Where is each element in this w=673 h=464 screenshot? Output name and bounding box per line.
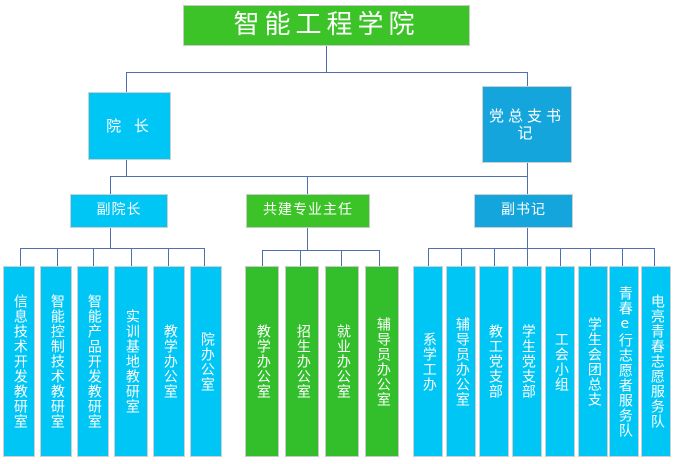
- leaf-dean-unit-3[interactable]: 实训基地教研室: [114, 266, 148, 457]
- connector-dean-unit-drop-0: [20, 248, 21, 266]
- node-dean[interactable]: 院 长: [88, 92, 171, 160]
- leaf-party-unit-5[interactable]: 学生会团总支: [578, 266, 608, 457]
- connector-joint-unit-drop-2: [341, 250, 342, 266]
- connector-to-vice-dean: [110, 176, 111, 194]
- leaf-dean-unit-0[interactable]: 信息技术开发教研室: [3, 266, 35, 457]
- leaf-party-unit-2-label: 教工党支部: [486, 324, 503, 399]
- connector-joint-unit-drop-0: [262, 250, 263, 266]
- node-root[interactable]: 智能工程学院: [183, 5, 470, 46]
- leaf-party-unit-7-label: 电亮青春志愿服务队: [648, 294, 665, 429]
- leaf-dean-unit-5-label: 院办公室: [198, 331, 215, 392]
- connector-dean-units-bar: [20, 248, 204, 249]
- leaf-dean-unit-0-label: 信息技术开发教研室: [11, 294, 28, 429]
- leaf-party-unit-2[interactable]: 教工党支部: [479, 266, 509, 457]
- leaf-dean-unit-4[interactable]: 教学办公室: [153, 266, 185, 457]
- connector-party-unit-drop-0: [428, 248, 429, 266]
- connector-party-unit-drop-4: [560, 248, 561, 266]
- connector-party-unit-drop-6: [622, 248, 623, 266]
- leaf-joint-unit-1-label: 招生办公室: [294, 324, 311, 399]
- leaf-joint-unit-0[interactable]: 教学办公室: [245, 266, 279, 457]
- connector-level3-bar: [110, 176, 528, 177]
- connector-joint-major-units-bar: [262, 250, 379, 251]
- leaf-party-unit-4[interactable]: 工会小组: [545, 266, 575, 457]
- connector-dean-unit-drop-2: [93, 248, 94, 266]
- connector-party-unit-drop-5: [590, 248, 591, 266]
- connector-root-stem: [326, 46, 327, 72]
- connector-joint-major-stem: [307, 228, 308, 250]
- connector-party-unit-drop-3: [527, 248, 528, 266]
- connector-root-bar: [126, 72, 527, 73]
- leaf-joint-unit-0-label: 教学办公室: [254, 324, 271, 399]
- connector-deputy-secretary-stem: [527, 228, 528, 248]
- leaf-party-unit-0-label: 系学工办: [420, 331, 437, 392]
- leaf-party-unit-3-label: 学生党支部: [519, 324, 536, 399]
- leaf-party-unit-3[interactable]: 学生党支部: [512, 266, 542, 457]
- leaf-joint-unit-2-label: 就业办公室: [334, 324, 351, 399]
- connector-party-unit-drop-7: [654, 248, 655, 266]
- connector-to-dean: [126, 72, 127, 92]
- connector-dean-unit-drop-3: [131, 248, 132, 266]
- connector-dean-unit-drop-5: [204, 248, 205, 266]
- leaf-dean-unit-2[interactable]: 智能产品开发教研室: [77, 266, 109, 457]
- connector-to-party-secretary: [527, 72, 528, 86]
- leaf-party-unit-6-label: 青春e行志愿者服务队: [616, 285, 633, 438]
- leaf-dean-unit-4-label: 教学办公室: [161, 324, 178, 399]
- node-party-secretary-label: 党总支书 记: [488, 106, 565, 142]
- leaf-joint-unit-1[interactable]: 招生办公室: [285, 266, 319, 457]
- leaf-party-unit-5-label: 学生会团总支: [585, 316, 602, 407]
- leaf-party-unit-0[interactable]: 系学工办: [413, 266, 443, 457]
- connector-joint-unit-drop-3: [379, 250, 380, 266]
- leaf-party-unit-7[interactable]: 电亮青春志愿服务队: [641, 266, 671, 457]
- connector-party-unit-drop-2: [494, 248, 495, 266]
- node-vice-dean-label: 副院长: [96, 202, 142, 219]
- leaf-party-unit-1-label: 辅导员办公室: [453, 316, 470, 407]
- leaf-party-unit-1[interactable]: 辅导员办公室: [446, 266, 476, 457]
- connector-to-deputy-secretary: [527, 176, 528, 194]
- connector-party-unit-drop-1: [461, 248, 462, 266]
- node-joint-major-director[interactable]: 共建专业主任: [246, 194, 370, 228]
- node-joint-major-director-label: 共建专业主任: [263, 202, 353, 219]
- leaf-dean-unit-3-label: 实训基地教研室: [123, 309, 140, 414]
- leaf-joint-unit-2[interactable]: 就业办公室: [325, 266, 359, 457]
- connector-joint-unit-drop-1: [300, 250, 301, 266]
- connector-to-joint-major-director: [307, 176, 308, 194]
- leaf-dean-unit-1[interactable]: 智能控制技术教研室: [40, 266, 72, 457]
- leaf-joint-unit-3-label: 辅导员办公室: [374, 316, 391, 407]
- node-vice-dean[interactable]: 副院长: [70, 194, 168, 228]
- node-root-label: 智能工程学院: [233, 9, 420, 40]
- leaf-joint-unit-3[interactable]: 辅导员办公室: [365, 266, 399, 457]
- node-party-secretary[interactable]: 党总支书 记: [482, 86, 572, 163]
- node-deputy-secretary[interactable]: 副书记: [474, 194, 573, 228]
- connector-party-secretary-stem: [527, 163, 528, 176]
- leaf-party-unit-4-label: 工会小组: [552, 331, 569, 392]
- node-deputy-secretary-label: 副书记: [501, 202, 546, 219]
- connector-dean-unit-drop-1: [57, 248, 58, 266]
- leaf-dean-unit-2-label: 智能产品开发教研室: [85, 294, 102, 429]
- leaf-party-unit-6[interactable]: 青春e行志愿者服务队: [609, 266, 639, 457]
- leaf-dean-unit-1-label: 智能控制技术教研室: [48, 294, 65, 429]
- node-dean-label: 院 长: [106, 116, 153, 135]
- connector-vice-dean-stem: [110, 228, 111, 248]
- connector-dean-stem: [126, 160, 127, 176]
- connector-party-units-bar: [428, 248, 654, 249]
- connector-dean-unit-drop-4: [168, 248, 169, 266]
- leaf-dean-unit-5[interactable]: 院办公室: [190, 266, 222, 457]
